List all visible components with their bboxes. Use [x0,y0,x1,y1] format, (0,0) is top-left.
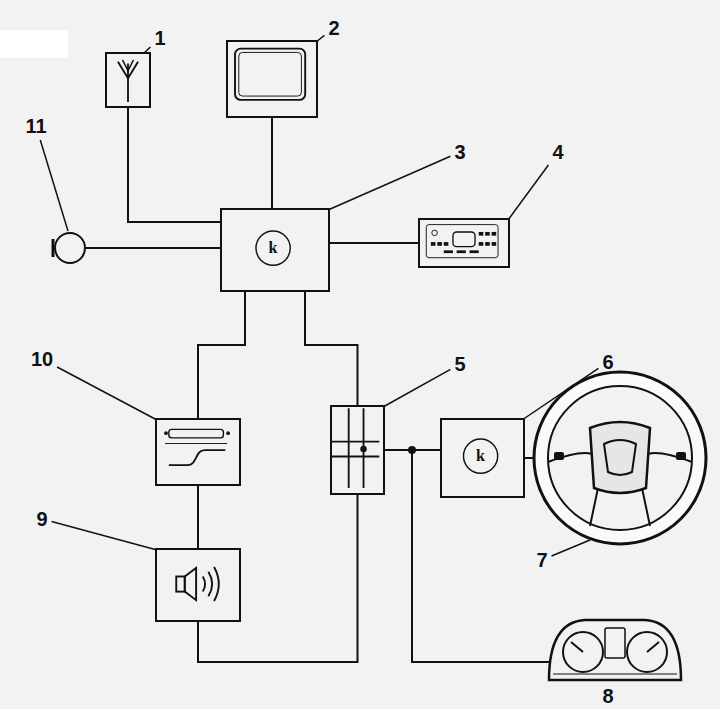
leader-line [328,156,450,210]
speaker-box: 9 [155,548,241,622]
amp-symbol [157,420,239,484]
signal-wire [86,247,220,249]
callout-number: 11 [25,116,46,136]
callout-number: 7 [536,550,547,570]
signal-wire [330,242,418,244]
signal-wire [197,486,199,548]
display-symbol [228,42,316,116]
signal-wire [271,118,273,208]
junction-dot [408,446,416,454]
display-unit: 2 [226,40,318,118]
callout-number: 5 [454,354,465,374]
leader-line [40,140,68,231]
paper-patch [0,30,68,58]
callout-number: 8 [602,686,613,706]
signal-wire [198,292,245,418]
leader-line [57,367,157,420]
callout-number: 2 [328,18,339,38]
callout-number: 9 [36,509,47,529]
leader-line [383,369,450,407]
callout-number: 3 [454,142,465,162]
amplifier: 10 [155,418,241,486]
unit-symbol-letter: k [476,448,485,464]
signal-wire [305,292,358,405]
unit-symbol-letter: k [269,240,278,256]
bus-junction: 5 [330,405,385,495]
control-unit: 3k [220,208,330,292]
antenna-symbol [107,54,149,106]
wheel-symbol [532,370,708,546]
callout-number: 6 [602,352,613,372]
control-panel: 4 [418,218,510,268]
instrument-cluster: 8 [545,612,685,684]
leader-line [508,165,548,220]
hub-symbol [332,407,383,493]
microphone: 11 [52,231,86,265]
cluster-symbol [545,612,685,684]
radio-symbol [420,220,508,266]
callout-number: 10 [31,349,53,369]
callout-number: 4 [552,142,563,162]
speaker-symbol [157,550,239,620]
mic-symbol [52,231,86,265]
leader-line [52,522,157,550]
steering-wheel: 7 [532,370,708,546]
signal-wire [128,108,220,222]
callout-number: 1 [154,28,165,48]
antenna-box: 1 [105,52,151,108]
control-unit: 6k [440,418,525,498]
leader-line [552,540,590,556]
